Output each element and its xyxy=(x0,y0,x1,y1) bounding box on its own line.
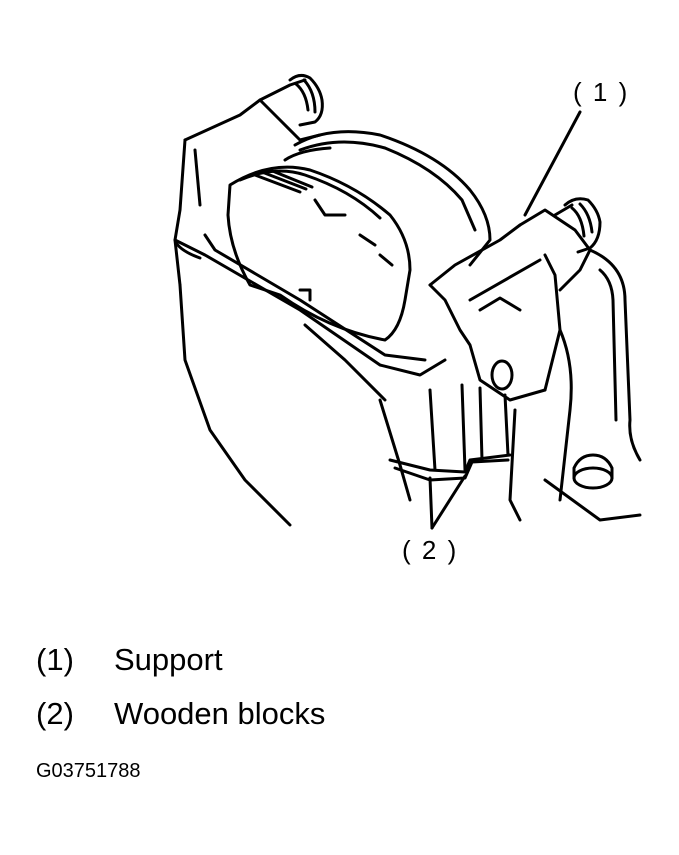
brake-caliper-illustration xyxy=(173,73,642,530)
bleeder-plug xyxy=(572,453,614,490)
legend-number: (1) xyxy=(36,642,74,677)
guide-pin-top xyxy=(258,73,324,127)
caliper-body xyxy=(173,238,642,527)
legend-item-support: (1) Support xyxy=(36,642,223,678)
callout-2-leader-right xyxy=(430,474,467,530)
support-frame xyxy=(173,98,592,402)
legend-label: Support xyxy=(114,642,223,677)
callout-1-label: ( 1 ) xyxy=(573,77,630,107)
callout-1-leader xyxy=(523,110,582,217)
callout-2-leader-left xyxy=(428,476,434,530)
brake-pad-outer xyxy=(283,130,492,267)
legend-label: Wooden blocks xyxy=(114,696,326,731)
legend-item-wooden-blocks: (2) Wooden blocks xyxy=(36,696,325,732)
guide-pin-right xyxy=(553,197,602,254)
legend-number: (2) xyxy=(36,696,74,731)
brake-pad-inner xyxy=(226,165,412,342)
figure-id: G03751788 xyxy=(36,760,141,782)
wooden-blocks xyxy=(388,383,512,482)
callout-2-label: ( 2 ) xyxy=(402,535,459,565)
